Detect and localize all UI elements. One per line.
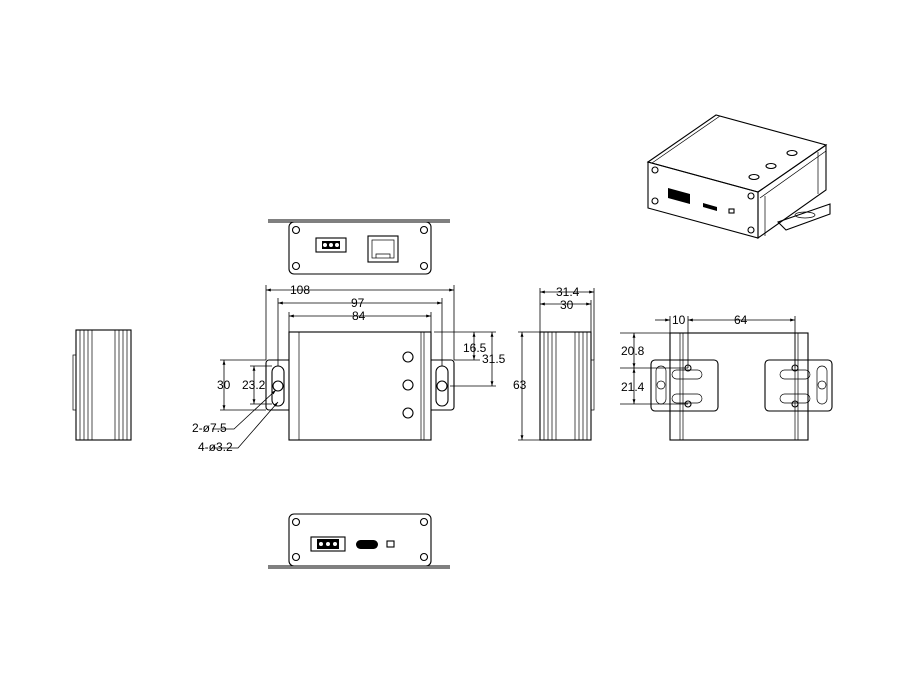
led-indicator-icon [402,351,414,419]
dim-top-offset: 20.8 [621,344,645,358]
screw-icon [291,225,429,271]
dim-slot-spacing: 21.4 [621,380,645,394]
terminal-block-icon [310,536,346,552]
dim-hole-center-height: 31.5 [482,352,506,366]
dim-bottom-hole-spacing: 64 [734,313,748,327]
front-view [212,285,496,449]
dim-slot-length: 23.2 [242,378,266,392]
dim-flange-height: 30 [217,378,231,392]
callout-small-hole: 4-ø3.2 [198,440,233,454]
dim-overall-width: 108 [290,283,310,297]
dim-hole-offset-top: 16.5 [463,341,487,355]
usb-c-port-icon [356,540,378,549]
dim-body-width: 84 [352,309,366,323]
bottom-view [620,316,833,441]
dim-body-depth: 30 [560,298,574,312]
terminal-block-icon [315,237,347,253]
dim-overall-depth: 31.4 [556,285,580,299]
front-panel-view [268,513,450,569]
left-side-view [72,329,132,441]
callout-large-hole: 2-ø7.5 [192,421,227,435]
dim-edge-offset: 10 [672,313,686,327]
rj45-port-icon [367,235,399,263]
button-icon [386,540,395,548]
dim-height: 63 [513,378,527,392]
rear-panel-view [268,219,450,275]
right-side-view [518,288,595,441]
isometric-view [646,114,831,240]
dim-hole-spacing: 97 [351,296,365,310]
